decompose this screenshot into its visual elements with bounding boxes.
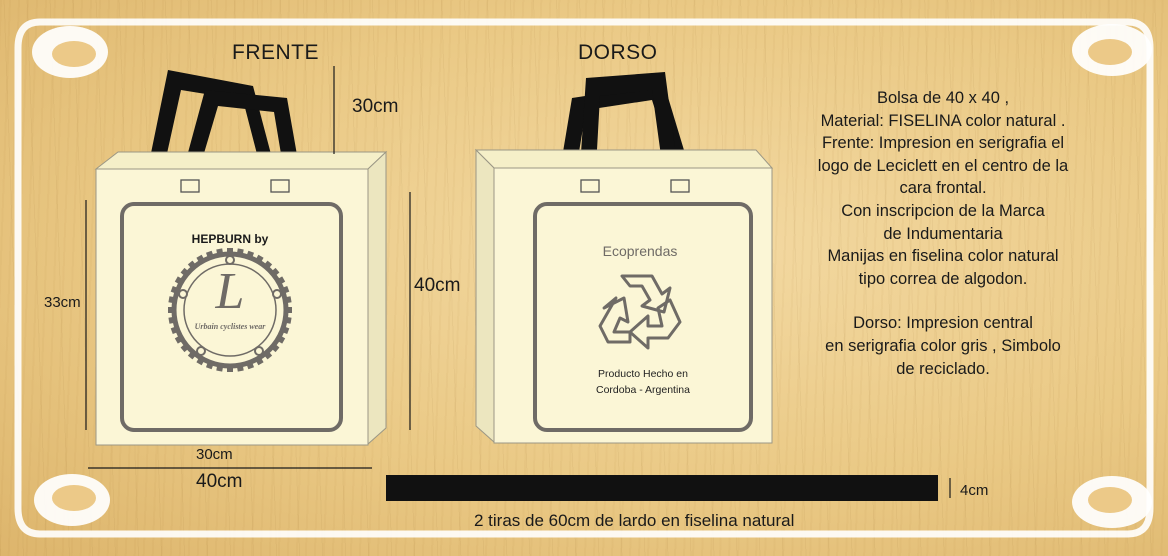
front-print-area	[120, 202, 343, 432]
dim-print-height: 33cm	[44, 294, 81, 311]
description-line: cara frontal.	[899, 179, 987, 198]
description-line: Con inscripcion de la Marca	[841, 201, 1045, 220]
back-print-line1: Producto Hecho en	[598, 368, 688, 380]
dim-handle-height: 30cm	[352, 96, 399, 117]
front-bag	[94, 70, 388, 446]
chainring-logo-icon	[168, 248, 292, 372]
back-title: DORSO	[578, 41, 658, 64]
front-title: FRENTE	[232, 41, 319, 64]
recycle-icon	[598, 274, 682, 350]
description-line: Bolsa de 40 x 40 ,	[876, 89, 1010, 107]
description-spacer	[778, 290, 1108, 312]
dim-print-width: 30cm	[196, 446, 233, 463]
dimension-lines	[85, 66, 951, 498]
front-brand-line: HEPBURN by	[191, 232, 269, 246]
back-print-area	[533, 202, 753, 432]
front-logo-letter: L	[215, 263, 245, 320]
description-line: de Indumentaria	[883, 224, 1003, 243]
description-line: de reciclado.	[896, 359, 990, 378]
description-line: logo de Leciclett en el centro de la	[817, 156, 1069, 175]
dim-bag-height: 40cm	[414, 275, 461, 296]
strap-caption: 2 tiras de 60cm de lardo en fiselina nat…	[474, 511, 795, 530]
back-bag	[474, 72, 774, 444]
back-print-line2: Cordoba - Argentina	[596, 384, 690, 396]
description-block: Bolsa de 40 x 40 , Material: FISELINA co…	[778, 87, 1108, 380]
dim-strap-width: 4cm	[960, 482, 989, 499]
front-logo-tagline: Urbain cyclistes wear	[194, 322, 266, 331]
description-line: Frente: Impresion en serigrafia el	[821, 134, 1065, 153]
description-line: tipo correa de algodon.	[858, 269, 1028, 288]
description-line: en serigrafia color gris , Simbolo	[825, 336, 1061, 355]
description-line: Manijas en fiselina color natural	[827, 247, 1059, 266]
description-line: Material: FISELINA color natural .	[820, 111, 1066, 130]
decorative-frame	[14, 18, 1154, 538]
strap-bar	[386, 475, 938, 501]
front-bag-handles	[150, 70, 300, 172]
dim-bag-width: 40cm	[196, 471, 243, 492]
description-line: Dorso: Impresion central	[853, 314, 1033, 333]
back-print-title: Ecoprendas	[602, 243, 678, 259]
